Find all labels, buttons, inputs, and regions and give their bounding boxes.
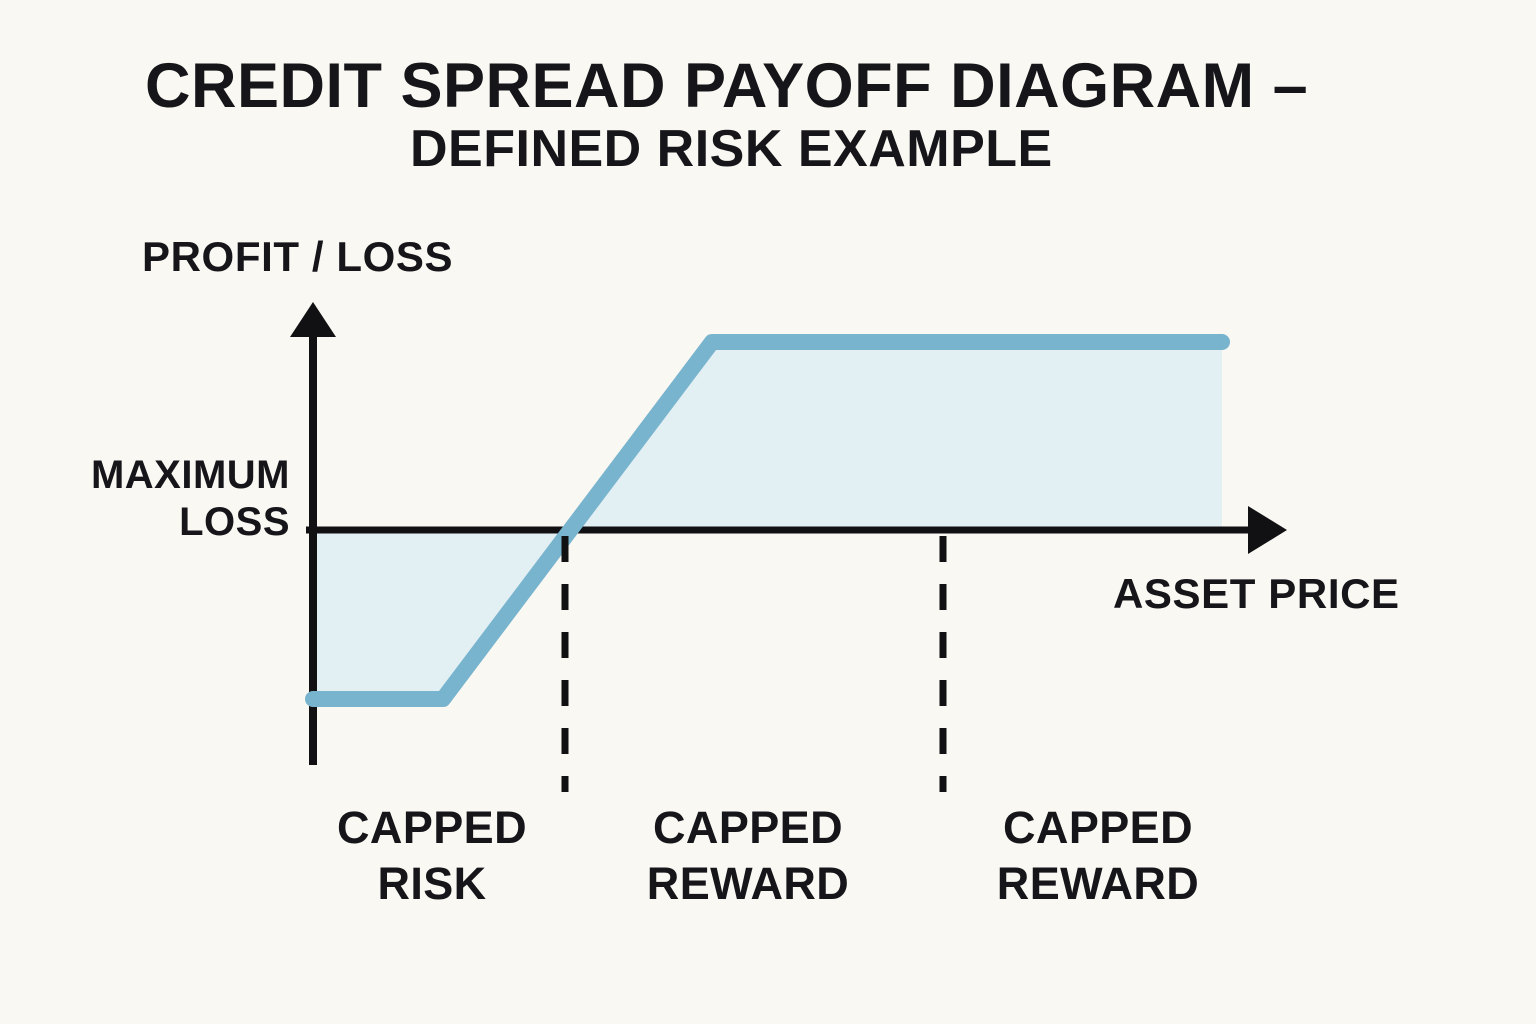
maximum-loss-line-1: MAXIMUM xyxy=(90,453,290,497)
region-label-capped-reward-2: CAPPED REWARD xyxy=(948,800,1248,913)
y-axis-arrowhead xyxy=(290,302,336,337)
region-label-0-line-2: RISK xyxy=(377,858,487,910)
payoff-line xyxy=(305,334,1230,707)
payoff-fill-area xyxy=(313,342,1222,699)
region-label-1-line-1: CAPPED xyxy=(653,802,843,853)
x-axis-arrowhead xyxy=(1248,506,1287,554)
x-axis-title: ASSET PRICE xyxy=(1113,570,1400,617)
chart-title-block: CREDIT SPREAD PAYOFF DIAGRAM – DEFINED R… xyxy=(145,51,1309,179)
maximum-loss-annotation: MAXIMUM LOSS xyxy=(0,452,290,546)
y-axis-title: PROFIT / LOSS xyxy=(142,233,454,280)
chart-title-line-2: DEFINED RISK EXAMPLE xyxy=(410,120,1053,179)
region-label-2-line-2: REWARD xyxy=(996,858,1200,910)
region-label-1-line-2: REWARD xyxy=(646,858,850,910)
region-label-capped-reward-1: CAPPED REWARD xyxy=(598,800,898,913)
region-label-2-line-1: CAPPED xyxy=(1003,802,1193,853)
chart-title-line-1: CREDIT SPREAD PAYOFF DIAGRAM – xyxy=(145,51,1309,121)
region-label-0-line-1: CAPPED xyxy=(337,802,527,853)
region-label-capped-risk: CAPPED RISK xyxy=(282,800,582,913)
maximum-loss-line-2: LOSS xyxy=(179,500,290,545)
